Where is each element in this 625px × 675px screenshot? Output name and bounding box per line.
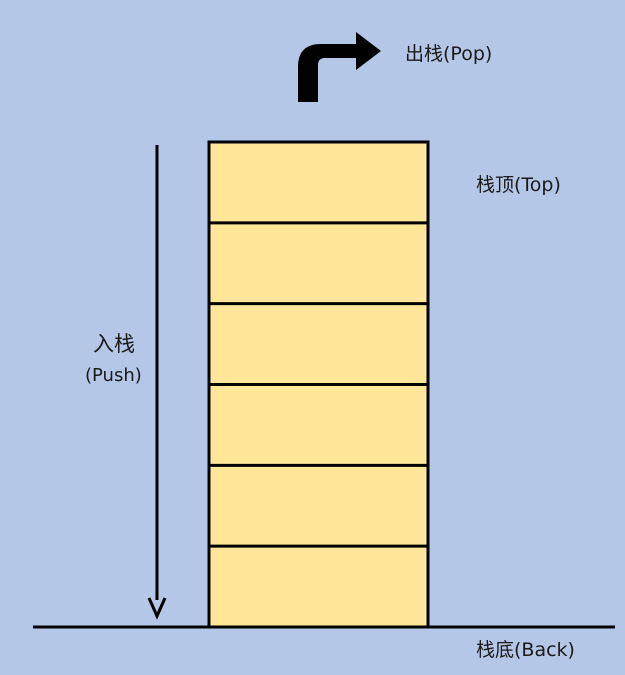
push-sublabel: (Push) <box>85 365 142 386</box>
bottom-label: 栈底(Back) <box>476 639 575 661</box>
top-label: 栈顶(Top) <box>476 174 561 196</box>
push-label: 入栈 <box>93 332 135 356</box>
pop-curved-arrow-icon <box>298 32 381 102</box>
pop-label: 出栈(Pop) <box>405 43 493 65</box>
stack-cells <box>207 140 430 629</box>
push-arrow-head <box>147 597 167 620</box>
